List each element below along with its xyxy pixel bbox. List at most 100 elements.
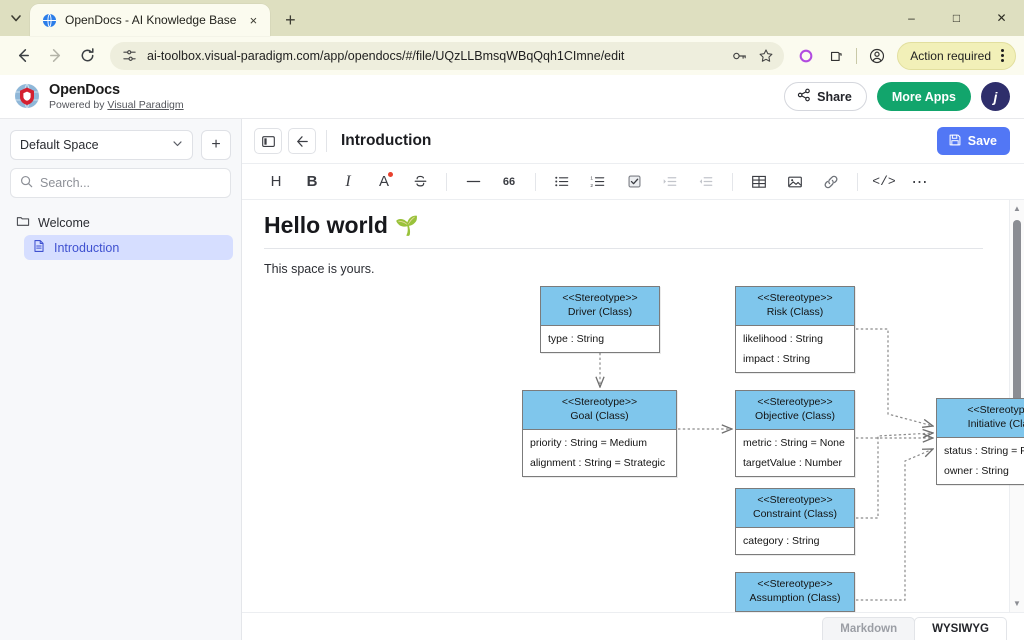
blockquote-button[interactable]: 66 (491, 168, 527, 196)
uml-class-constraint[interactable]: <<Stereotype>> Constraint (Class) catego… (735, 488, 855, 555)
extensions-icon[interactable] (822, 42, 850, 70)
uml-class-header: <<Stereotype>> Constraint (Class) (736, 489, 854, 528)
tab-search-icon[interactable] (2, 3, 30, 33)
back-button[interactable] (288, 128, 316, 154)
heading-button[interactable]: H (258, 168, 294, 196)
extensions-area: Action required (792, 42, 1016, 70)
page-title: Introduction (341, 132, 431, 150)
password-key-icon[interactable] (732, 48, 748, 64)
avatar[interactable]: j (981, 82, 1010, 111)
site-settings-icon[interactable] (122, 48, 137, 63)
share-button[interactable]: Share (784, 82, 867, 111)
save-button[interactable]: Save (937, 127, 1010, 155)
indent-button[interactable] (652, 168, 688, 196)
search-placeholder: Search... (40, 176, 90, 190)
url-text: ai-toolbox.visual-paradigm.com/app/opend… (147, 49, 722, 63)
extension-circle-icon[interactable] (792, 42, 820, 70)
uml-class-driver[interactable]: <<Stereotype>> Driver (Class) type : Str… (540, 286, 660, 353)
window-controls: – □ ✕ (889, 0, 1024, 36)
share-icon (797, 88, 811, 105)
add-space-button[interactable]: + (201, 130, 231, 160)
uml-class-objective[interactable]: <<Stereotype>> Objective (Class) metric … (735, 390, 855, 477)
divider (856, 48, 857, 64)
profile-icon[interactable] (863, 42, 891, 70)
uml-stereotype: <<Stereotype>> (740, 578, 850, 592)
more-options-button[interactable]: ⋯ (902, 168, 938, 196)
document-paragraph: This space is yours. (264, 262, 983, 276)
text-color-button[interactable]: A (366, 168, 402, 196)
numbered-list-button[interactable]: 12 (580, 168, 616, 196)
space-selector[interactable]: Default Space (10, 130, 193, 160)
divider (446, 173, 447, 191)
uml-class-diagram[interactable]: <<Stereotype>> Driver (Class) type : Str… (260, 286, 1000, 612)
uml-class-assumption[interactable]: <<Stereotype>> Assumption (Class) riskLe… (735, 572, 855, 612)
forward-icon[interactable] (40, 41, 70, 71)
visual-paradigm-link[interactable]: Visual Paradigm (107, 99, 183, 111)
uml-stereotype: <<Stereotype>> (545, 292, 655, 306)
uml-attribute: type : String (541, 329, 659, 349)
status-bar: Markdown WYSIWYG (242, 612, 1024, 640)
strikethrough-button[interactable] (402, 168, 438, 196)
minimize-icon[interactable]: – (889, 0, 934, 36)
maximize-icon[interactable]: □ (934, 0, 979, 36)
uml-attributes: likelihood : String impact : String (736, 326, 854, 372)
tab-markdown[interactable]: Markdown (822, 617, 915, 640)
divider (857, 173, 858, 191)
sidebar: Default Space + Search... (0, 119, 242, 640)
italic-button[interactable]: I (330, 168, 366, 196)
outdent-button[interactable] (688, 168, 724, 196)
browser-tab[interactable]: OpenDocs - AI Knowledge Base × (30, 4, 270, 36)
uml-attribute: priority : String = Medium (523, 433, 676, 453)
bold-button[interactable]: B (294, 168, 330, 196)
uml-stereotype: <<Stereotype>> (740, 396, 850, 410)
uml-stereotype: <<Stereotype>> (527, 396, 672, 410)
address-bar[interactable]: ai-toolbox.visual-paradigm.com/app/opend… (110, 42, 784, 70)
table-button[interactable] (741, 168, 777, 196)
uml-class-header: <<Stereotype>> Driver (Class) (541, 287, 659, 326)
uml-attribute: category : String (736, 531, 854, 551)
window-close-icon[interactable]: ✕ (979, 0, 1024, 36)
tab-wysiwyg[interactable]: WYSIWYG (914, 617, 1007, 640)
sidebar-item-label: Introduction (54, 241, 119, 255)
uml-class-name: Assumption (Class) (740, 592, 850, 606)
back-icon[interactable] (8, 41, 38, 71)
uml-class-goal[interactable]: <<Stereotype>> Goal (Class) priority : S… (522, 390, 677, 477)
more-apps-button[interactable]: More Apps (877, 82, 971, 111)
reload-icon[interactable] (72, 41, 102, 71)
panel-toggle-icon[interactable] (254, 128, 282, 154)
divider (326, 130, 327, 152)
sidebar-item-introduction[interactable]: Introduction (24, 235, 233, 260)
uml-attribute: impact : String (736, 349, 854, 369)
uml-stereotype: <<Stereotype>> (740, 494, 850, 508)
uml-class-initiative[interactable]: <<Stereotype>> Initiative (Class) status… (936, 398, 1024, 485)
more-menu-icon[interactable] (993, 49, 1011, 62)
new-tab-button[interactable]: + (276, 6, 304, 34)
link-button[interactable] (813, 168, 849, 196)
close-icon[interactable]: × (244, 11, 262, 29)
document-heading-text: Hello world (264, 212, 388, 239)
document-header: Introduction Save (242, 119, 1024, 164)
star-icon[interactable] (758, 48, 774, 64)
code-block-button[interactable]: </> (866, 168, 902, 196)
action-required-label: Action required (910, 49, 991, 63)
sidebar-item-welcome[interactable]: Welcome (8, 210, 233, 235)
image-button[interactable] (777, 168, 813, 196)
brand[interactable]: OpenDocs Powered by Visual Paradigm (14, 82, 184, 111)
checklist-button[interactable] (616, 168, 652, 196)
space-selector-value: Default Space (20, 138, 99, 152)
uml-class-header: <<Stereotype>> Assumption (Class) (736, 573, 854, 612)
uml-attribute: likelihood : String (736, 329, 854, 349)
search-input[interactable]: Search... (10, 168, 231, 198)
uml-class-risk[interactable]: <<Stereotype>> Risk (Class) likelihood :… (735, 286, 855, 373)
bullet-list-button[interactable] (544, 168, 580, 196)
scroll-up-icon[interactable]: ▲ (1013, 202, 1021, 215)
document-scroll[interactable]: Hello world 🌱 This space is yours. (242, 200, 1009, 612)
document-tree: Welcome Introduction (0, 210, 241, 260)
action-required-button[interactable]: Action required (897, 42, 1016, 70)
browser-toolbar: ai-toolbox.visual-paradigm.com/app/opend… (0, 36, 1024, 75)
scroll-down-icon[interactable]: ▼ (1013, 597, 1021, 610)
brand-name: OpenDocs (49, 82, 184, 99)
horizontal-rule-button[interactable] (455, 168, 491, 196)
powered-by-text: Powered by (49, 99, 107, 111)
uml-attribute: targetValue : Number (736, 453, 854, 473)
